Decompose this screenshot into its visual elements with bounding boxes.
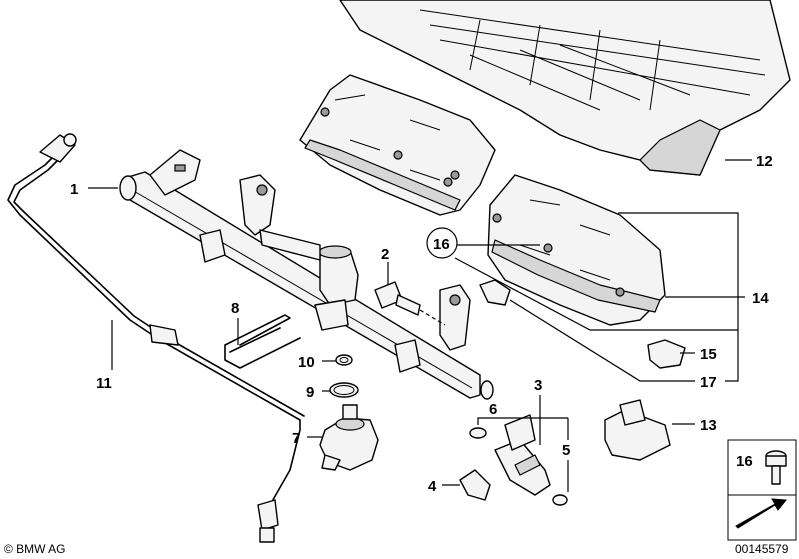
arrow-icon [735,498,787,529]
injector-part-3[interactable] [469,414,568,506]
fuel-rail-part-1[interactable] [119,149,494,400]
injector-cover-part-14[interactable] [299,74,666,326]
callout-7: 7 [292,430,300,447]
o-ring-part-9[interactable] [329,382,359,398]
callout-4: 4 [428,478,437,495]
clip-part-8[interactable] [224,314,301,369]
callout-3: 3 [534,377,542,394]
fuel-line-part-11[interactable] [7,133,305,543]
diagram-number: 00145579 [735,542,789,556]
callout-2: 2 [381,246,389,263]
callout-labels: 1 2 3 4 5 6 7 8 9 10 11 12 13 14 15 17 1… [70,153,773,495]
callout-17: 17 [700,374,717,391]
callout-1: 1 [70,181,78,198]
callout-6: 6 [489,401,497,418]
clip-part-15[interactable] [647,339,686,369]
callout-9: 9 [306,384,314,401]
injector-clip-part-4[interactable] [459,469,491,501]
callout-13: 13 [700,417,717,434]
callout-14: 14 [752,290,769,307]
bolt-part-2[interactable] [374,281,446,326]
callout-11: 11 [96,375,112,392]
bolt-legend-box: 16 [727,439,797,541]
pressure-regulator-part-7[interactable] [319,404,379,471]
callout-16-legend: 16 [736,453,753,470]
callout-12: 12 [756,153,773,170]
copyright-text: © BMW AG [4,542,66,556]
seal-part-10[interactable] [335,354,353,366]
callout-15: 15 [700,346,717,363]
callout-8: 8 [231,300,239,317]
engine-cover-part-12[interactable] [339,0,791,176]
leader-lines [88,159,752,492]
callout-10: 10 [298,354,315,371]
callout-5: 5 [562,442,570,459]
clip-part-17[interactable] [479,279,511,306]
cable-holder-part-13[interactable] [604,399,671,461]
callout-16: 16 [433,236,450,253]
bolt-icon [765,450,787,485]
